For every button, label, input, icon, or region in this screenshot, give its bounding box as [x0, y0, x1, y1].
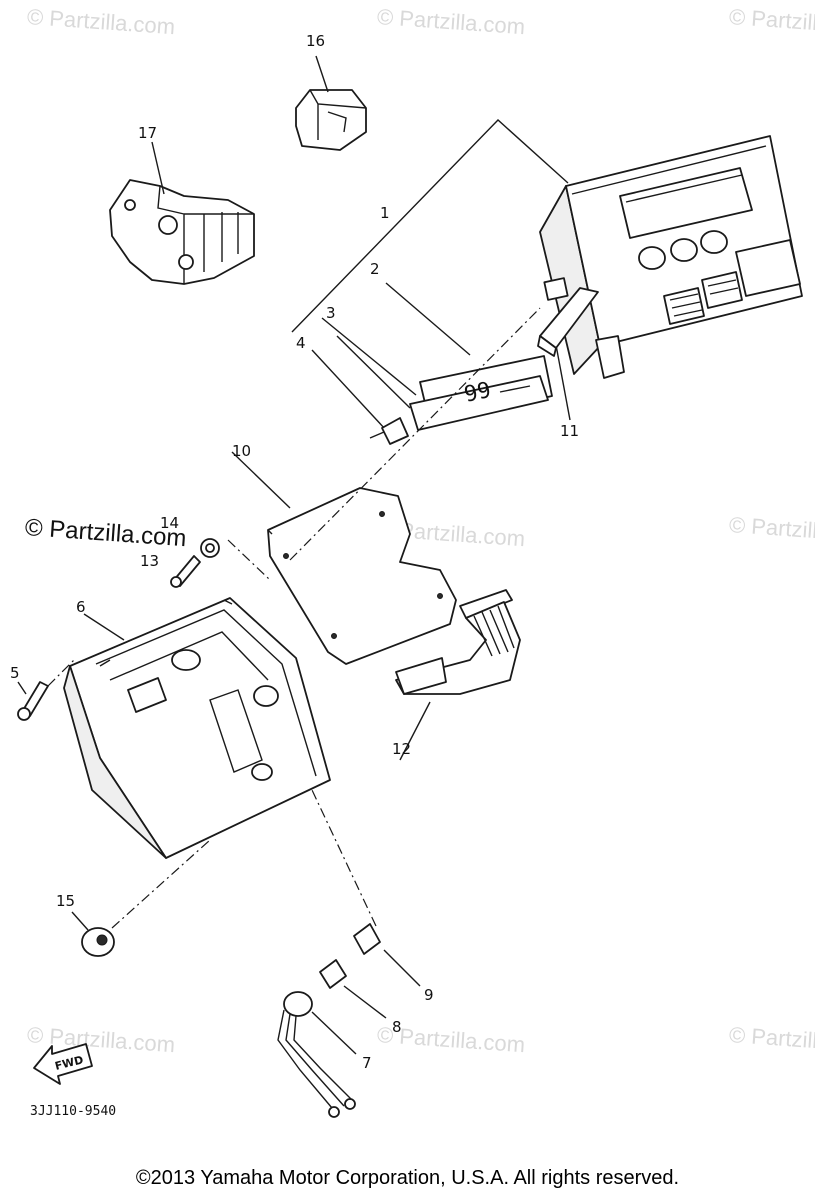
callout-4: 4	[296, 334, 306, 352]
callout-6: 6	[76, 598, 86, 616]
part-14-grommet	[200, 538, 271, 581]
part-7-socket-harness	[277, 991, 357, 1118]
part-9-cap	[311, 789, 421, 987]
callout-7: 7	[362, 1054, 372, 1072]
callout-1: 1	[380, 204, 390, 222]
part-16-bracket	[295, 55, 367, 151]
copyright-notice: ©2013 Yamaha Motor Corporation, U.S.A. A…	[135, 1167, 680, 1189]
part-13-screw	[170, 555, 201, 588]
part-6-meter-housing	[63, 597, 331, 859]
callout-14: 14	[160, 514, 180, 532]
callout-9: 9	[424, 986, 434, 1004]
callout-2: 2	[370, 260, 380, 278]
callout-13: 13	[140, 552, 160, 570]
part-10-circuit-board	[231, 307, 541, 665]
part-1-meter-unit	[539, 135, 803, 379]
callout-10: 10	[232, 442, 252, 460]
callout-15: 15	[56, 892, 76, 910]
part-5-screw	[17, 657, 77, 721]
callout-12: 12	[392, 740, 412, 758]
callout-16: 16	[306, 32, 326, 50]
callout-3: 3	[326, 304, 336, 322]
part-8-bulb	[319, 959, 387, 1019]
callout-17: 17	[138, 124, 158, 142]
forward-direction-arrow-icon: FWD	[33, 1043, 93, 1085]
diagram-reference-code: 3JJ110-9540	[30, 1104, 117, 1119]
callout-8: 8	[392, 1018, 402, 1036]
callout-5: 5	[10, 664, 20, 682]
part-15-grommet	[71, 839, 211, 957]
callout-11: 11	[560, 422, 580, 440]
leader-lines-assembly-1	[291, 119, 571, 431]
part-17-relay-bracket	[109, 141, 255, 285]
part-2-display-panel: 99	[409, 355, 553, 431]
part-4-bulb	[369, 417, 409, 445]
part-11-clip	[537, 287, 599, 357]
part-12-ribbon-cable	[395, 589, 521, 761]
svg-text:99: 99	[462, 378, 493, 408]
